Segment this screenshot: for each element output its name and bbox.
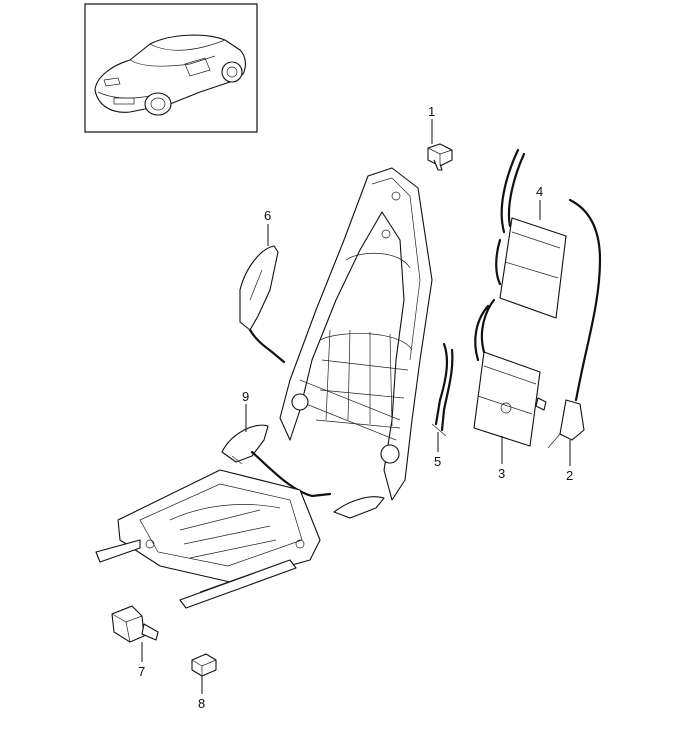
callout-number: 5 xyxy=(434,454,441,469)
seat-cushion-frame xyxy=(95,469,321,609)
seat-heater-backrest-part xyxy=(495,148,567,319)
wiring-harness-part xyxy=(547,198,602,449)
callout-number: 3 xyxy=(498,466,505,481)
callout-8: 8 xyxy=(198,676,205,711)
callout-6: 6 xyxy=(264,208,271,246)
wire-bundle-part xyxy=(431,342,454,437)
control-unit-part xyxy=(111,605,159,643)
side-cover-backrest-part xyxy=(239,245,286,364)
callout-number: 6 xyxy=(264,208,271,223)
seat-heater-cushion-part xyxy=(473,298,547,447)
callout-7: 7 xyxy=(138,642,145,679)
callout-number: 1 xyxy=(428,104,435,119)
callout-9: 9 xyxy=(242,389,249,432)
callout-number: 8 xyxy=(198,696,205,711)
callout-4: 4 xyxy=(536,184,543,220)
callout-number: 9 xyxy=(242,389,249,404)
callout-2: 2 xyxy=(566,440,573,483)
callout-1: 1 xyxy=(428,104,435,144)
callout-3: 3 xyxy=(498,436,505,481)
switch-part xyxy=(427,143,453,171)
car-icon xyxy=(94,34,246,116)
side-cover-cushion-part xyxy=(221,424,385,519)
callout-number: 4 xyxy=(536,184,543,199)
callout-5: 5 xyxy=(434,432,441,469)
vehicle-thumbnail xyxy=(84,3,258,133)
clip-part xyxy=(191,653,217,677)
backrest-frame xyxy=(279,167,433,501)
callout-number: 7 xyxy=(138,664,145,679)
callout-number: 2 xyxy=(566,468,573,483)
